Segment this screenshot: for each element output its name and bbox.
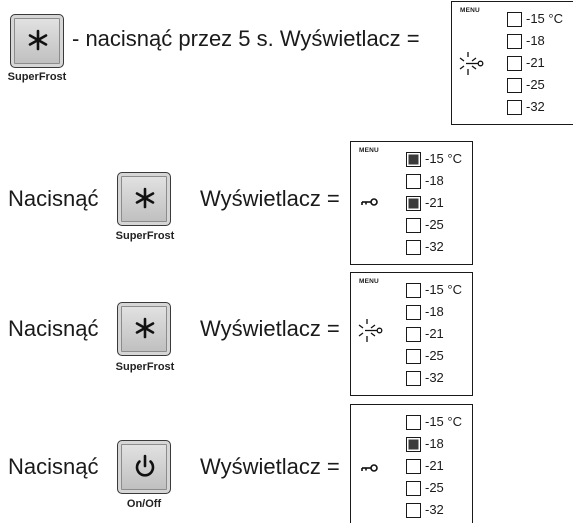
temp-row: -32	[406, 370, 472, 388]
menu-label: MENU	[359, 147, 379, 154]
button-label: On/Off	[126, 498, 162, 510]
temp-row: -15 °C	[406, 282, 472, 300]
instruction-prefix: Nacisnąć	[8, 186, 99, 211]
display-panel: MENU -15 °C -18 -21 -25 -32	[350, 141, 473, 265]
temp-row: -32	[406, 239, 472, 257]
temp-row: -32	[507, 99, 573, 117]
temp-row: -25	[406, 348, 472, 366]
temp-row: -25	[406, 480, 472, 498]
temp-row: -21	[507, 55, 573, 73]
snowflake-icon	[28, 29, 48, 51]
superfrost-button[interactable]	[10, 14, 64, 68]
power-icon	[135, 454, 155, 477]
temp-row: -18	[406, 436, 472, 454]
snowflake-icon	[135, 317, 155, 339]
temp-row: -21	[406, 195, 472, 213]
instruction-prefix: Nacisnąć	[8, 316, 99, 341]
temp-row: -15 °C	[507, 11, 573, 29]
temp-row: -21	[406, 326, 472, 344]
temp-row: -15 °C	[406, 151, 472, 169]
temp-row: -18	[406, 304, 472, 322]
display-panel: -15 °C -18 -21 -25 -32	[350, 404, 473, 523]
instruction-text: Wyświetlacz =	[200, 186, 340, 211]
menu-label: MENU	[460, 7, 480, 14]
temp-row: -21	[406, 458, 472, 476]
temp-row: -32	[406, 502, 472, 520]
button-label: SuperFrost	[7, 71, 67, 83]
display-panel: MENU -15 °C -18 -21 -25 -32	[350, 272, 473, 396]
key-icon	[361, 464, 378, 472]
temp-row: -18	[507, 33, 573, 51]
key-icon	[361, 198, 378, 206]
display-panel: MENU -15 °C -18 -21 -25 -32	[451, 1, 573, 125]
temp-row: -15 °C	[406, 414, 472, 432]
on-off-button[interactable]	[117, 440, 171, 494]
button-label: SuperFrost	[115, 230, 175, 242]
temp-row: -18	[406, 173, 472, 191]
instruction-prefix: Nacisnąć	[8, 454, 99, 479]
flashing-key-icon	[358, 319, 383, 342]
instruction-text: Wyświetlacz =	[200, 454, 340, 479]
instruction-text: Wyświetlacz =	[200, 316, 340, 341]
temp-row: -25	[406, 217, 472, 235]
flashing-key-icon	[459, 52, 484, 75]
button-label: SuperFrost	[115, 361, 175, 373]
temp-row: -25	[507, 77, 573, 95]
superfrost-button[interactable]	[117, 172, 171, 226]
superfrost-button[interactable]	[117, 302, 171, 356]
menu-label: MENU	[359, 278, 379, 285]
instruction-text: - nacisnąć przez 5 s. Wyświetlacz =	[72, 26, 420, 51]
snowflake-icon	[135, 187, 155, 209]
